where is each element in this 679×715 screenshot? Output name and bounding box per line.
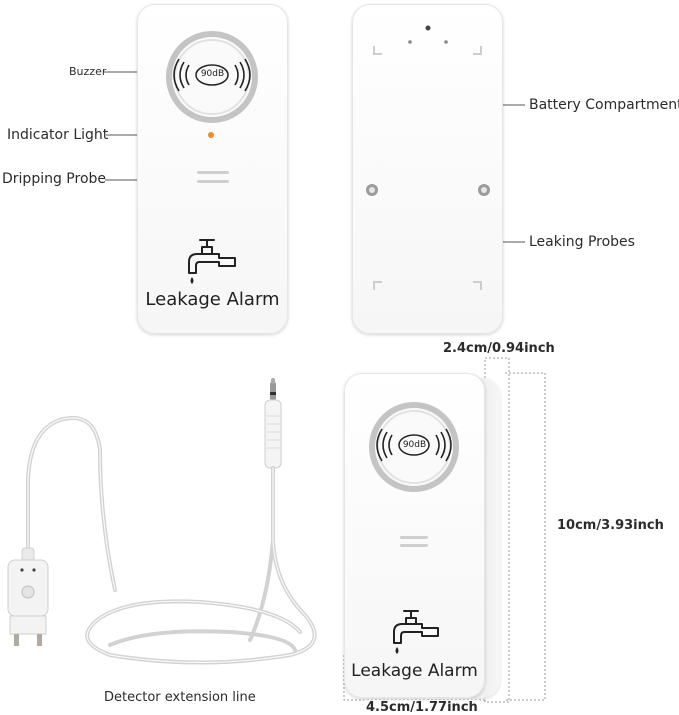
battery-compartment: [366, 25, 490, 290]
buzzer-label: Buzzer: [69, 65, 107, 78]
buzzer-speaker: [166, 31, 258, 123]
indicator-light: [208, 132, 214, 138]
water-drop-icon: [395, 647, 399, 654]
extension-cable: [7, 378, 317, 665]
product-name-front: Leakage Alarm: [145, 289, 280, 310]
dripping-probe: [197, 171, 229, 187]
dripping-probe-label: Dripping Probe: [2, 171, 107, 187]
buzzer-rating-dim: 90dB: [402, 440, 427, 450]
buzzer-rating: 90dB: [200, 69, 225, 79]
width-dimension-label: 4.5cm/1.77inch: [364, 700, 480, 715]
alarm-front-view: 90dB Leakage Alarm: [137, 4, 288, 334]
speaker-icon: [376, 428, 452, 462]
product-name-dim: Leakage Alarm: [351, 661, 478, 681]
audio-jack-plug: [264, 378, 282, 469]
alarm-back-view: [352, 4, 503, 334]
speaker-icon: [173, 58, 251, 92]
height-dimension-guide: [505, 372, 546, 701]
faucet-icon: [393, 610, 439, 654]
faucet-icon: [188, 239, 236, 284]
detector-probe: [7, 547, 49, 646]
dripping-probe-dim: [400, 536, 428, 550]
depth-dimension-label: 2.4cm/0.94inch: [443, 341, 555, 356]
indicator-light-label: Indicator Light: [7, 127, 109, 143]
battery-compartment-label: Battery Compartment: [529, 97, 679, 113]
water-drop-icon: [190, 277, 194, 284]
buzzer-speaker-dim: [369, 402, 459, 492]
alarm-dimension-view: 90dB Leakage Alarm: [344, 373, 485, 698]
leaking-probes-label: Leaking Probes: [529, 234, 635, 250]
height-dimension-label: 10cm/3.93inch: [557, 518, 664, 533]
extension-line-label: Detector extension line: [104, 690, 256, 705]
leaking-probe-pins: [366, 184, 490, 196]
